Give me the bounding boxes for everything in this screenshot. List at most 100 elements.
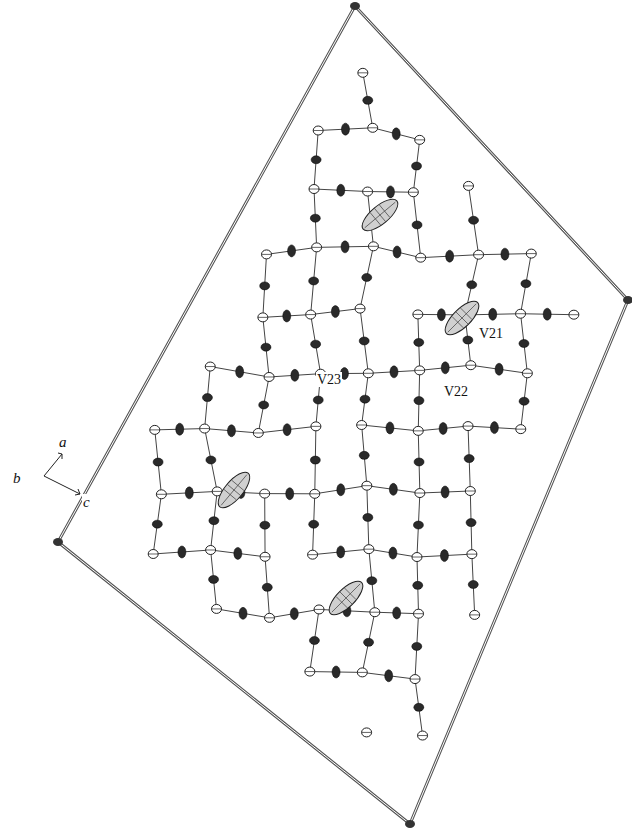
oxygen-atom [234,547,242,559]
vanadium-atom [358,68,368,77]
vanadium-atom [362,481,372,490]
oxygen-atom [283,310,291,322]
oxygen-atom [413,521,423,529]
ellipsoid-hatch [214,469,254,511]
oxygen-atom [412,221,422,229]
vanadiums [148,68,579,740]
oxygen-atom [360,395,370,403]
vanadium-octant [311,426,321,427]
vanadium-octant [415,139,425,140]
oxygen-atom [439,422,447,434]
vanadium-octant [355,308,365,309]
vanadium-atom [415,135,425,144]
oxygen-atom [202,394,212,402]
oxygen-atom [311,156,321,164]
vanadium-atom [466,361,476,370]
ellipsoid-hatch [325,577,366,618]
vanadium-octant [260,556,270,557]
oxygen-atom [313,396,323,404]
vanadium-atom [526,249,536,258]
vanadium-octant [368,127,378,128]
vanadium-atom [416,253,426,262]
oxygen-atom [363,513,373,521]
vanadium-atom [368,242,378,251]
oxygen-atom [286,488,294,500]
oxygen-atom [468,581,478,589]
vanadium-atom [465,487,475,496]
vanadium-atom [265,613,275,622]
oxygen-atom [495,363,503,375]
vanadium-atom [463,422,473,431]
vanadium-atom [260,489,270,498]
oxygen-atom [390,366,398,378]
vanadium-octant [212,491,222,492]
oxygen-atom [389,483,397,495]
vanadium-octant [156,494,166,495]
vanadium-octant [262,254,272,255]
bond [521,254,532,314]
disordered-atoms [213,194,484,620]
oxygen-atom [283,424,291,436]
oxygen-atom [337,184,345,196]
disordered-atom [357,194,402,236]
vanadium-octant [370,612,380,613]
oxygen-atom [519,397,529,405]
vanadium-octant [416,257,426,258]
oxygen-atom [385,670,393,682]
oxygen-atom [389,547,397,559]
oxygens [152,96,551,711]
vanadium-atom [314,605,324,614]
oxygen-atom [412,642,422,650]
vanadium-octant [253,432,263,433]
oxygen-atom [623,296,632,304]
vanadium-octant [526,253,536,254]
oxygen-atom [467,281,477,289]
vanadium-atom [264,372,274,381]
vanadium-atom [516,425,526,434]
bonds [153,73,574,736]
oxygen-atom [359,337,369,345]
oxygen-atom [176,423,184,435]
vanadium-octant [467,554,477,555]
oxygen-atom [489,308,497,320]
oxygen-atom [337,484,345,496]
vanadium-atom [370,608,380,617]
oxygen-atom [501,248,509,260]
oxygen-atom [288,245,296,257]
vanadium-octant [310,493,320,494]
vanadium-octant [474,254,484,255]
disordered-atom [213,467,255,512]
vanadium-atom [357,421,367,430]
thermal-ellipsoid [324,576,368,620]
thermal-ellipsoid [213,467,255,512]
vanadium-octant [466,365,476,366]
vanadium-atom [150,425,160,434]
vanadium-atom [418,731,428,740]
bond [310,609,319,671]
vanadium-octant [470,614,480,615]
oxygen-atom [414,458,424,466]
vanadium-atom [205,362,215,371]
vanadium-atom [464,181,474,190]
oxygen-atom [363,96,373,104]
oxygen-atom [386,422,394,434]
oxygen-atom [393,607,401,619]
oxygen-atom [440,550,448,562]
oxygen-atom [341,123,349,135]
vanadium-octant [148,553,158,554]
vanadium-atom [362,728,372,737]
oxygen-atom [260,521,270,529]
vanadium-atom [415,366,425,375]
oxygen-atom [441,486,449,498]
oxygen-atom [236,366,244,378]
vanadium-octant [264,376,274,377]
vanadium-atom [569,310,579,319]
atom-label: V23 [316,372,342,387]
vanadium-octant [412,557,422,558]
vanadium-octant [200,428,210,429]
bond [210,367,269,377]
vanadium-atom [258,313,268,322]
vanadium-atom [467,550,477,559]
oxygen-atom [309,637,319,645]
